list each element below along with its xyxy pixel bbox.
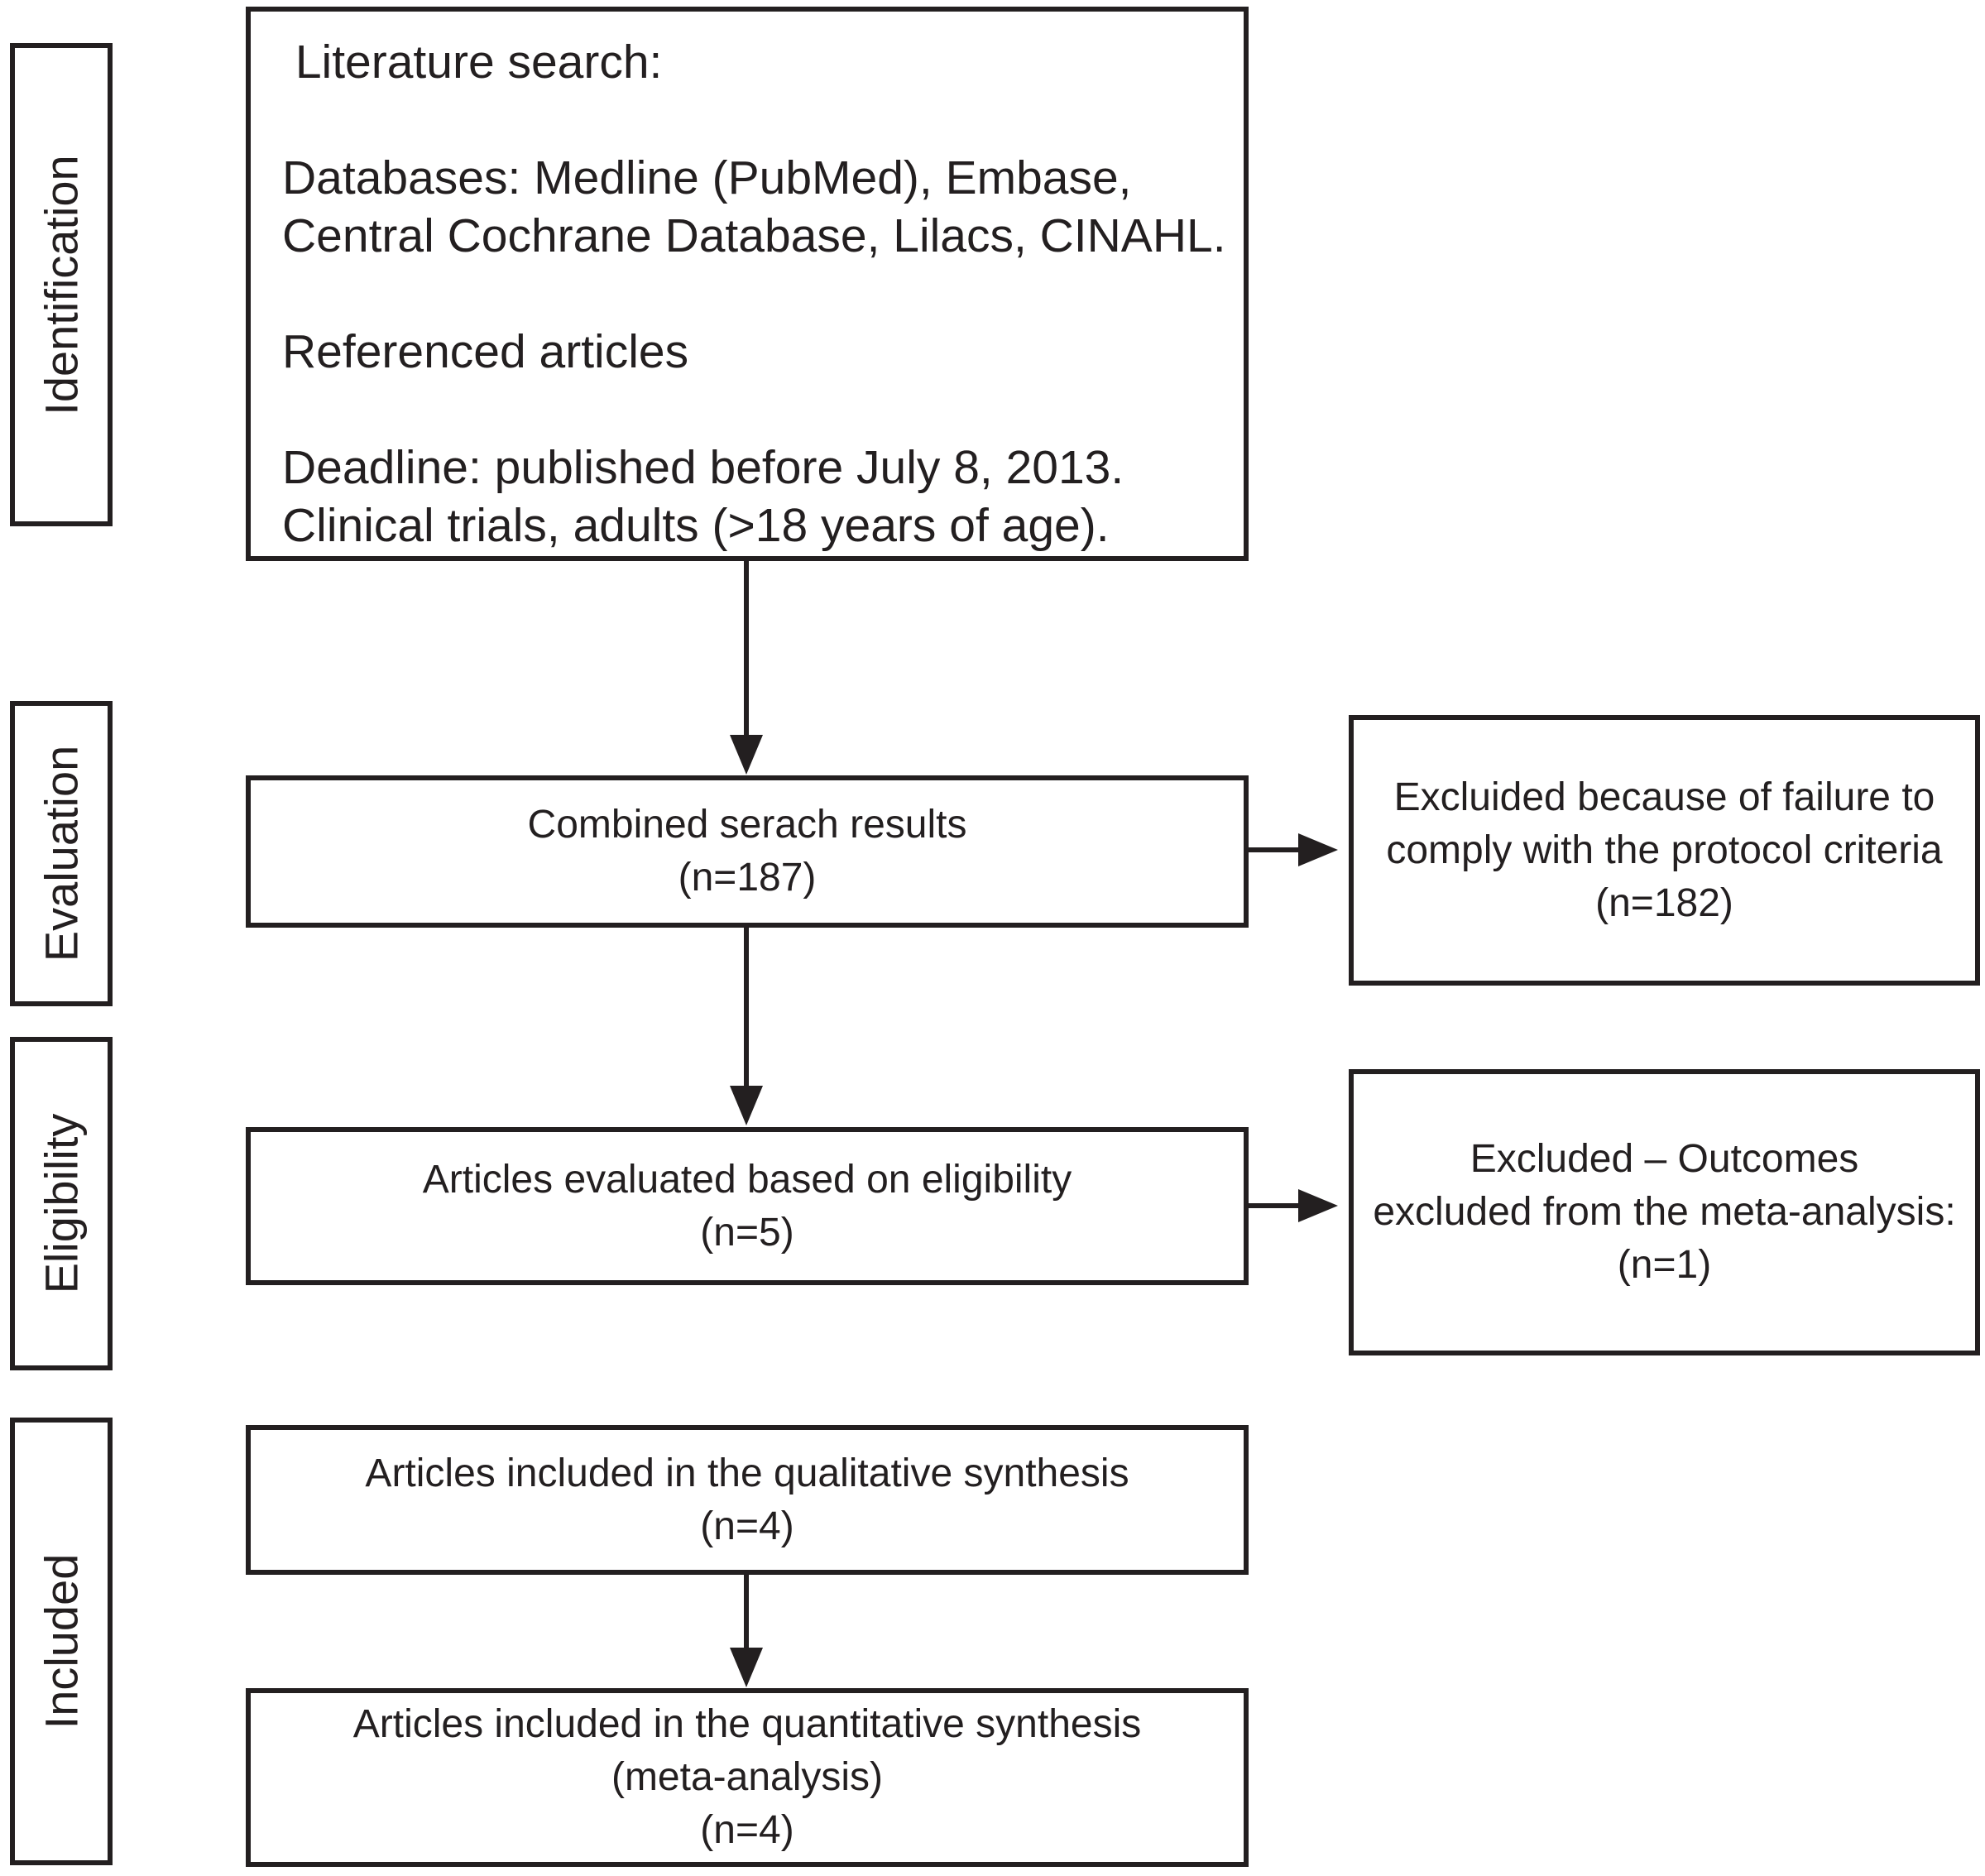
quantitative-count: (n=4) bbox=[700, 1808, 794, 1852]
combined-results-label: Combined serach results bbox=[527, 803, 967, 847]
literature-search-line: Databases: Medline (PubMed), Embase, bbox=[282, 151, 1132, 204]
box-excluded-outcomes: Excluded – Outcomes excluded from the me… bbox=[1349, 1069, 1980, 1355]
excluded-outcomes-line: Excluded – Outcomes bbox=[1470, 1137, 1859, 1181]
literature-search-line: Deadline: published before July 8, 2013. bbox=[282, 441, 1124, 494]
arrow-head-right-icon bbox=[1298, 1189, 1338, 1222]
arrow-shaft bbox=[744, 1571, 749, 1648]
literature-search-line: Clinical trials, adults (>18 years of ag… bbox=[282, 499, 1110, 552]
excluded-outcomes-line: excluded from the meta-analysis: bbox=[1373, 1190, 1956, 1234]
excluded-protocol-count: (n=182) bbox=[1595, 880, 1733, 925]
stage-box-identification: Identification bbox=[10, 43, 113, 526]
literature-search-line: Referenced articles bbox=[282, 325, 689, 378]
arrow-shaft bbox=[1245, 1203, 1298, 1208]
stage-label-evaluation: Evaluation bbox=[35, 745, 88, 962]
box-combined-search-results: Combined serach results (n=187) bbox=[246, 775, 1249, 928]
box-qualitative-synthesis: Articles included in the qualitative syn… bbox=[246, 1425, 1249, 1575]
quantitative-label: Articles included in the quantitative sy… bbox=[352, 1702, 1142, 1746]
stage-label-eligibility: Eligibility bbox=[35, 1113, 88, 1294]
arrow-shaft bbox=[744, 558, 749, 735]
stage-box-evaluation: Evaluation bbox=[10, 701, 113, 1006]
qualitative-count: (n=4) bbox=[700, 1504, 794, 1548]
box-literature-search: Literature search: Databases: Medline (P… bbox=[246, 7, 1249, 561]
stage-label-included: Included bbox=[35, 1553, 88, 1730]
box-excluded-protocol: Excluided because of failure to comply w… bbox=[1349, 715, 1980, 986]
arrow-literature-to-combined bbox=[730, 558, 763, 775]
literature-search-line bbox=[282, 265, 1229, 323]
literature-search-line bbox=[282, 91, 1229, 149]
arrow-evaluated-to-excluded-outcomes bbox=[1245, 1189, 1338, 1222]
arrow-shaft bbox=[1245, 847, 1298, 852]
arrow-combined-to-excluded-protocol bbox=[1245, 833, 1338, 866]
articles-evaluated-count: (n=5) bbox=[700, 1210, 794, 1255]
excluded-protocol-line: Excluided because of failure to bbox=[1393, 775, 1935, 819]
literature-search-line bbox=[282, 381, 1229, 439]
arrow-head-down-icon bbox=[730, 735, 763, 775]
articles-evaluated-label: Articles evaluated based on eligibility bbox=[422, 1157, 1072, 1202]
arrow-qualitative-to-quantitative bbox=[730, 1571, 763, 1687]
stage-box-eligibility: Eligibility bbox=[10, 1037, 113, 1370]
stage-label-identification: Identification bbox=[35, 154, 88, 415]
literature-search-line: Central Cochrane Database, Lilacs, CINAH… bbox=[282, 209, 1226, 262]
arrow-head-down-icon bbox=[730, 1086, 763, 1125]
stage-box-included: Included bbox=[10, 1418, 113, 1865]
box-articles-evaluated: Articles evaluated based on eligibility … bbox=[246, 1127, 1249, 1285]
literature-search-line: Literature search: bbox=[282, 36, 663, 89]
qualitative-label: Articles included in the qualitative syn… bbox=[365, 1451, 1129, 1495]
quantitative-sub: (meta-analysis) bbox=[611, 1755, 884, 1799]
arrow-head-down-icon bbox=[730, 1648, 763, 1687]
arrow-head-right-icon bbox=[1298, 833, 1338, 866]
excluded-outcomes-count: (n=1) bbox=[1617, 1243, 1712, 1287]
combined-results-count: (n=187) bbox=[678, 856, 817, 900]
excluded-protocol-line: comply with the protocol criteria bbox=[1386, 828, 1943, 872]
box-quantitative-synthesis: Articles included in the quantitative sy… bbox=[246, 1688, 1249, 1867]
arrow-combined-to-evaluated bbox=[730, 924, 763, 1125]
arrow-shaft bbox=[744, 924, 749, 1086]
